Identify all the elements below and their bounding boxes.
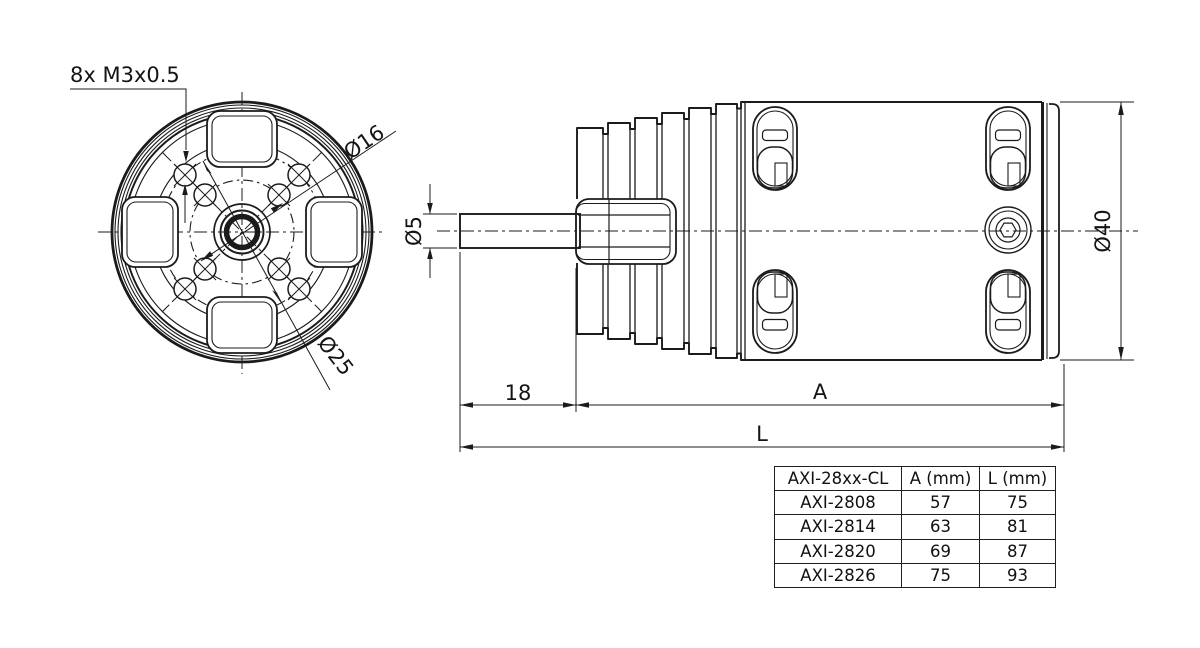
table-row: AXI-2814 63 81	[774, 514, 1056, 540]
size-table-header-a: A (mm)	[901, 465, 980, 492]
dimensions: Ø5 Ø40 18 A	[402, 101, 1134, 452]
motor-shaft	[459, 213, 581, 249]
mounting-hole	[287, 163, 311, 187]
model-cell: AXI-2826	[774, 562, 902, 588]
body-slot-front-top	[752, 106, 798, 191]
mounting-boss	[575, 198, 677, 265]
bolt-circle-16	[189, 179, 295, 285]
size-table-header-l: L (mm)	[979, 465, 1056, 492]
set-screw	[984, 206, 1032, 254]
a-cell: 75	[901, 562, 980, 588]
body-slot-back-bottom	[985, 269, 1031, 354]
size-table-header-model: AXI-28xx-CL	[774, 465, 902, 492]
vent-cutout-right	[305, 196, 363, 268]
dim-shaft-diameter: Ø5	[402, 184, 457, 278]
mounting-holes	[173, 163, 311, 301]
size-table: AXI-28xx-CL A (mm) L (mm) AXI-2808 57 75…	[774, 465, 1056, 588]
dim-label-18: 18	[505, 381, 532, 405]
l-cell: 81	[979, 514, 1056, 540]
dim-label-L: L	[756, 422, 768, 446]
a-cell: 69	[901, 538, 980, 564]
dim-shaft-length: 18	[460, 381, 576, 408]
shaft-hub	[213, 203, 271, 261]
l-cell: 75	[979, 490, 1056, 516]
dim-label-A: A	[813, 380, 828, 404]
vent-cutout-bottom	[206, 296, 278, 354]
fin-grooves	[602, 102, 746, 360]
mounting-hole	[267, 257, 291, 281]
dim-body-length: A	[576, 380, 1064, 408]
mount-holes-callout: 8x M3x0.5	[70, 63, 189, 223]
body-slot-front-bottom	[752, 269, 798, 354]
side-view	[437, 101, 1138, 361]
mounting-hole	[173, 277, 197, 301]
callout-mount-holes: 8x M3x0.5	[70, 63, 180, 87]
mounting-hole	[173, 163, 197, 187]
table-row: AXI-2808 57 75	[774, 490, 1056, 516]
mounting-hole	[193, 183, 217, 207]
dim-label-shaft: Ø5	[402, 216, 426, 246]
cooling-fins	[576, 101, 1042, 361]
size-table-header-row: AXI-28xx-CL A (mm) L (mm)	[774, 465, 1056, 492]
dim-label-16: Ø16	[339, 120, 388, 164]
dim-body-diameter: Ø40	[1060, 101, 1134, 361]
front-view: 8x M3x0.5 Ø16 Ø25	[70, 63, 397, 391]
mounting-hole	[287, 277, 311, 301]
table-row: AXI-2826 75 93	[774, 562, 1056, 588]
a-cell: 63	[901, 514, 980, 540]
dim-total-length: L	[460, 422, 1064, 450]
dim-label-body: Ø40	[1091, 209, 1115, 252]
model-cell: AXI-2814	[774, 514, 902, 540]
end-cap	[1049, 103, 1060, 359]
l-cell: 93	[979, 562, 1056, 588]
vent-cutout-left	[121, 196, 179, 268]
mounting-hole	[267, 183, 291, 207]
vent-cutout-top	[206, 110, 278, 168]
dim-label-25: Ø25	[313, 331, 359, 380]
table-row: AXI-2820 69 87	[774, 538, 1056, 564]
a-cell: 57	[901, 490, 980, 516]
hex-socket	[999, 222, 1017, 238]
motor-body	[741, 101, 1060, 361]
l-cell: 87	[979, 538, 1056, 564]
model-cell: AXI-2808	[774, 490, 902, 516]
model-cell: AXI-2820	[774, 538, 902, 564]
mounting-hole	[193, 257, 217, 281]
body-slot-back-top	[985, 106, 1031, 191]
